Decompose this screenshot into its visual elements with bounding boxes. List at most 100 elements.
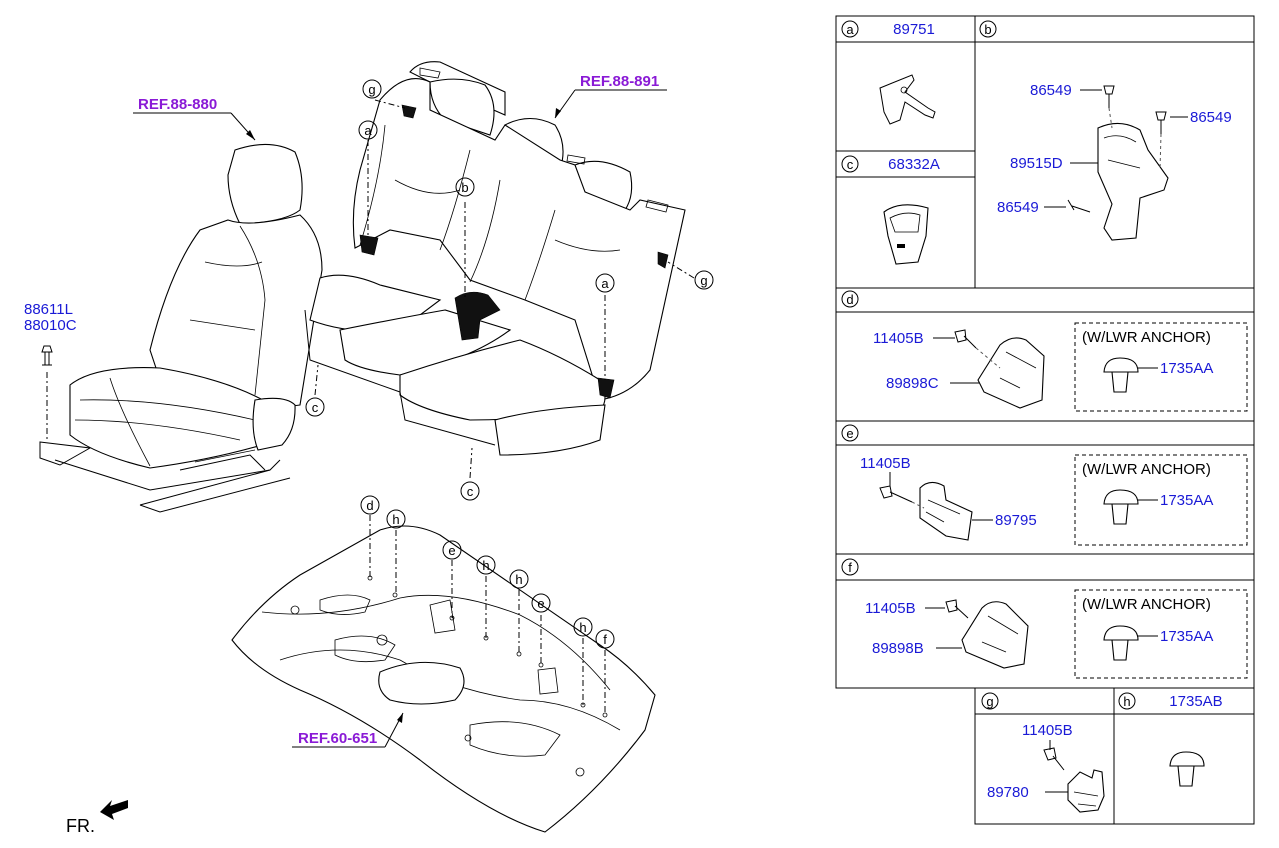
svg-text:c: c — [847, 157, 854, 172]
svg-text:a: a — [364, 123, 372, 138]
plug-icon-f — [1103, 625, 1139, 661]
svg-text:a: a — [846, 22, 854, 37]
part-number-11405B-f: 11405B — [865, 600, 916, 617]
callout-g-right: g — [694, 270, 714, 290]
callout-h-4: h — [573, 617, 593, 637]
part-number-86549-top: 86549 — [1030, 82, 1072, 99]
part-number-86549-right: 86549 — [1190, 109, 1232, 126]
bolt-icon-f — [945, 599, 969, 619]
svg-text:h: h — [1123, 694, 1130, 709]
table-cell-c: c 68332A — [841, 155, 940, 265]
part-number-89751: 89751 — [893, 21, 935, 38]
front-direction-indicator: FR. — [66, 800, 128, 836]
callout-g-upper: g — [362, 79, 382, 99]
svg-text:d: d — [846, 292, 853, 307]
front-seat-illustration — [39, 143, 323, 513]
bolt-icon-e — [879, 485, 913, 503]
part-number-68332A: 68332A — [888, 156, 940, 173]
svg-text:a: a — [601, 276, 609, 291]
callout-h-2: h — [476, 555, 496, 575]
callout-a-right: a — [595, 273, 615, 293]
plug-icon-d — [1103, 357, 1139, 393]
callout-c-left: c — [305, 397, 325, 417]
table-cell-d: d 11405B 89898C (W/LWR ANCHOR) 1735AA — [841, 290, 1248, 412]
bolt-icon-right — [1155, 111, 1167, 134]
front-arrow-icon — [100, 800, 128, 820]
callout-f: f — [595, 629, 615, 649]
bracket-f-icon — [961, 601, 1029, 669]
ref-rear-seat[interactable]: REF.88-891 — [554, 73, 667, 119]
svg-text:g: g — [986, 694, 993, 709]
part-number-1735AA-d: 1735AA — [1160, 360, 1213, 377]
part-number-1735AA-f: 1735AA — [1160, 628, 1213, 645]
svg-text:REF.60-651: REF.60-651 — [298, 730, 377, 747]
svg-text:REF.88-891: REF.88-891 — [580, 73, 659, 90]
part-number-88611L: 88611L — [24, 301, 73, 318]
svg-text:REF.88-880: REF.88-880 — [138, 96, 217, 113]
svg-text:c: c — [312, 400, 319, 415]
svg-text:e: e — [846, 426, 853, 441]
svg-text:c: c — [467, 484, 474, 499]
plug-icon-e — [1103, 489, 1139, 525]
part-number-89515D: 89515D — [1010, 155, 1063, 172]
callout-c-bottom: c — [460, 481, 480, 501]
trim-cap-icon — [883, 204, 929, 265]
table-cell-h: h 1735AB — [1118, 692, 1223, 787]
seatbelt-retractor-icon — [1097, 122, 1169, 241]
part-number-11405B-g: 11405B — [1022, 722, 1073, 739]
svg-text:h: h — [515, 572, 522, 587]
anchor-bracket-icon — [879, 74, 936, 125]
bracket-d-icon — [977, 337, 1045, 409]
table-cell-e: e 11405B 89795 (W/LWR ANCHOR) 1735AA — [841, 424, 1248, 546]
svg-text:h: h — [579, 620, 586, 635]
bracket-e-icon — [919, 481, 973, 541]
svg-text:d: d — [366, 498, 373, 513]
part-number-11405B-e: 11405B — [860, 455, 911, 472]
option-title-e: (W/LWR ANCHOR) — [1082, 461, 1211, 478]
bracket-g-icon — [1067, 769, 1105, 813]
part-number-1735AA-e: 1735AA — [1160, 492, 1213, 509]
bolt-icon — [1103, 85, 1115, 108]
callout-b: b — [455, 177, 475, 197]
bolt-icon-g — [1043, 747, 1065, 771]
table-cell-f: f 11405B 89898B (W/LWR ANCHOR) 1735AA — [841, 558, 1248, 679]
table-cell-a: a 89751 — [841, 20, 936, 125]
part-number-11405B-d: 11405B — [873, 330, 924, 347]
part-number-89898C: 89898C — [886, 375, 939, 392]
svg-text:b: b — [461, 180, 468, 195]
callout-e-1: e — [442, 540, 462, 560]
svg-text:e: e — [537, 596, 544, 611]
option-title-f: (W/LWR ANCHOR) — [1082, 596, 1211, 613]
callout-a-upper: a — [358, 120, 378, 140]
ref-floor-panel[interactable]: REF.60-651 — [292, 712, 404, 748]
parts-table — [835, 15, 1255, 825]
svg-text:b: b — [984, 22, 991, 37]
part-number-88010C: 88010C — [24, 317, 77, 334]
rear-seat-illustration — [304, 61, 686, 456]
part-number-89898B: 89898B — [872, 640, 924, 657]
callout-h-1: h — [386, 509, 406, 529]
ref-front-seat[interactable]: REF.88-880 — [133, 96, 256, 141]
svg-text:g: g — [368, 82, 375, 97]
floor-panel-illustration — [231, 525, 656, 833]
table-cell-g: g 11405B 89780 — [981, 692, 1105, 813]
callout-d: d — [360, 495, 380, 515]
svg-text:h: h — [482, 558, 489, 573]
plug-icon-h — [1169, 751, 1205, 787]
svg-text:f: f — [848, 560, 852, 575]
svg-text:e: e — [448, 543, 455, 558]
leader-lines — [41, 99, 695, 715]
callout-e-2: e — [531, 593, 551, 613]
callout-h-3: h — [509, 569, 529, 589]
part-number-89795: 89795 — [995, 512, 1037, 529]
part-number-1735AB: 1735AB — [1169, 693, 1222, 710]
part-number-86549-lower: 86549 — [997, 199, 1039, 216]
svg-text:h: h — [392, 512, 399, 527]
table-cell-b: b 86549 86549 89515D 86549 — [979, 20, 1232, 241]
svg-text:FR.: FR. — [66, 816, 95, 836]
svg-text:f: f — [603, 632, 607, 647]
svg-text:g: g — [700, 273, 707, 288]
option-title-d: (W/LWR ANCHOR) — [1082, 329, 1211, 346]
part-number-89780: 89780 — [987, 784, 1029, 801]
